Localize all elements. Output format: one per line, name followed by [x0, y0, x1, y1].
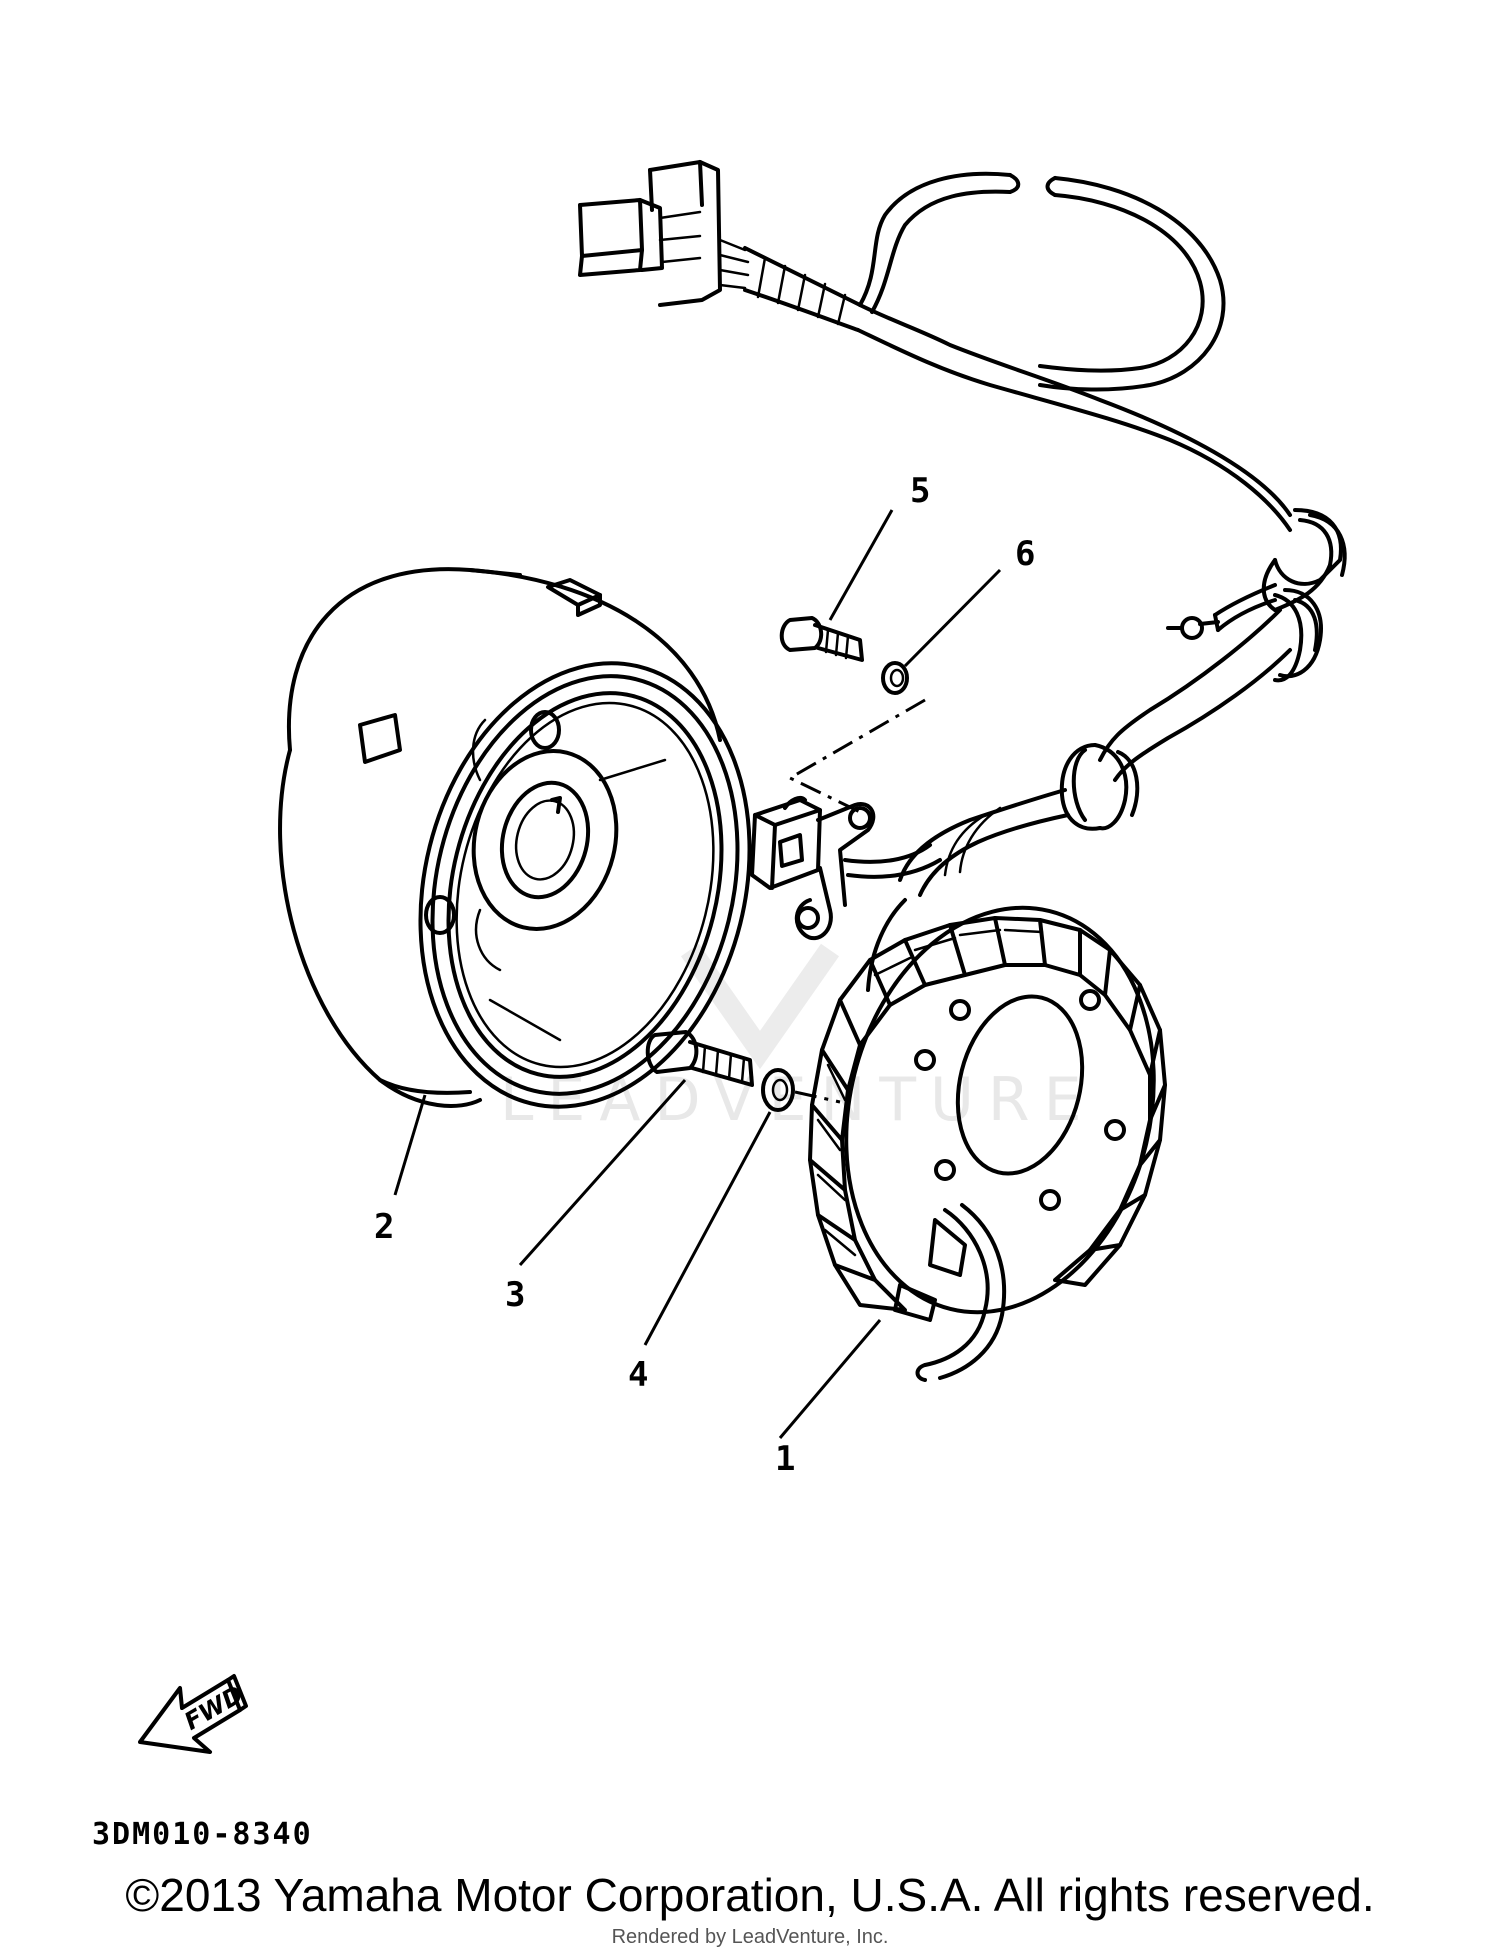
assembly-line-lower	[794, 1090, 841, 1104]
ring-terminal	[1166, 583, 1277, 640]
leader-3	[518, 1079, 687, 1266]
drawing-code: 3DM010-8340	[92, 1817, 313, 1852]
callout-5: 5	[910, 471, 930, 511]
stator	[808, 898, 1167, 1382]
rendered-by-notice: Rendered by LeadVenture, Inc.	[611, 1926, 889, 1948]
leader-5	[828, 509, 894, 621]
callout-2: 2	[374, 1207, 394, 1247]
wire-harness	[578, 160, 1347, 897]
copyright-notice: ©2013 Yamaha Motor Corporation, U.S.A. A…	[125, 1869, 1375, 1921]
bolt-3	[645, 1030, 754, 1087]
leader-4	[643, 1111, 772, 1346]
pickup-coil	[750, 796, 942, 941]
callout-4: 4	[628, 1355, 648, 1395]
harness-grommet-lower	[1273, 588, 1323, 683]
washer-6	[881, 661, 909, 695]
harness-grommet-mid	[1059, 743, 1140, 831]
flywheel-rotor	[278, 567, 752, 1109]
harness-grommet-upper	[1261, 508, 1347, 612]
leader-2	[393, 1094, 427, 1196]
callout-1: 1	[775, 1439, 795, 1479]
washer-4	[761, 1068, 795, 1112]
assembly-line-upper	[786, 698, 926, 814]
leader-6	[903, 568, 1002, 668]
harness-connector	[578, 160, 750, 307]
fwd-arrow-icon: FWD	[138, 1674, 248, 1754]
bolt-5	[779, 616, 864, 662]
callout-6: 6	[1015, 534, 1035, 574]
watermark-text: LEADVENTURE	[500, 1065, 1096, 1135]
watermark-logo: LEADVENTURE	[500, 943, 1096, 1135]
callout-3: 3	[505, 1275, 525, 1315]
leader-1	[778, 1319, 882, 1439]
